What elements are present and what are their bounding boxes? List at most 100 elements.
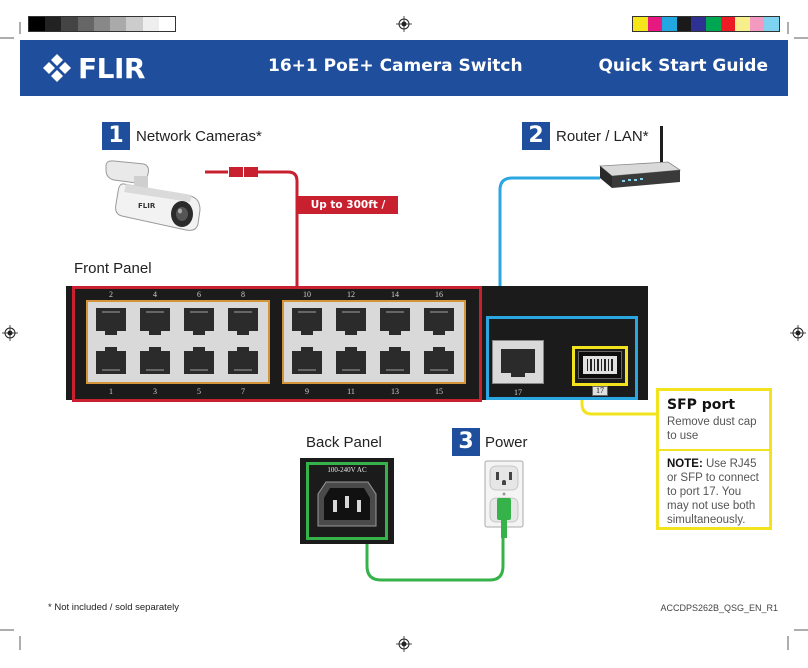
port-number-bottom: 3 — [153, 387, 157, 396]
port-number-top: 16 — [435, 290, 443, 299]
rj45-port — [223, 303, 263, 339]
sfp-port-number-tag: 17 — [592, 386, 608, 396]
color-calibration-bar — [632, 16, 780, 32]
logo-wordmark: FLIR — [78, 51, 145, 85]
power-cable — [365, 536, 505, 582]
rj45-port — [135, 303, 175, 339]
port-number-bottom: 1 — [109, 387, 113, 396]
front-panel-label: Front Panel — [74, 260, 152, 277]
sfp-title: SFP port — [667, 397, 736, 413]
port-number-bottom: 15 — [435, 387, 443, 396]
step-2-number: 2 — [522, 122, 550, 150]
registration-mark-icon — [396, 636, 412, 652]
guide-title: Quick Start Guide — [598, 56, 768, 76]
rj45-jack-icon — [140, 347, 170, 374]
sfp-cage-icon — [583, 356, 617, 374]
port-number-top: 10 — [303, 290, 311, 299]
port-number-top: 6 — [197, 290, 201, 299]
sfp-port — [578, 351, 622, 379]
sfp-callout: SFP port Remove dust cap to use NOTE: Us… — [656, 388, 772, 530]
document-id: ACCDPS262B_QSG_EN_R1 — [660, 603, 778, 613]
rj45-jack-icon — [501, 349, 535, 377]
registration-mark-icon — [790, 325, 806, 341]
port-number-bottom: 9 — [305, 387, 309, 396]
rj45-port — [419, 343, 459, 379]
rj45-jack-icon — [96, 347, 126, 374]
sfp-callout-line — [580, 386, 656, 416]
sfp-subtitle: Remove dust cap to use — [667, 416, 757, 442]
header-banner: FLIR 16+1 PoE+ Camera Switch Quick Start… — [20, 40, 788, 96]
rj45-port — [135, 343, 175, 379]
uplink-ports-highlight — [486, 316, 638, 400]
rj45-jack-icon — [184, 308, 214, 335]
poe-ports-highlight — [72, 286, 482, 402]
camera-cable — [258, 170, 299, 286]
rj45-jack-icon — [292, 347, 322, 374]
registration-mark-icon — [2, 325, 18, 341]
rj45-port — [287, 343, 327, 379]
port-number-bottom: 13 — [391, 387, 399, 396]
step-3-label: Power — [485, 434, 528, 451]
rj45-port — [179, 343, 219, 379]
port-number-bottom: 11 — [347, 387, 355, 396]
svg-text:FLIR: FLIR — [138, 202, 156, 210]
flir-logo-icon — [43, 54, 71, 82]
cable-connector — [229, 167, 243, 177]
rj45-jack-icon — [336, 347, 366, 374]
rj45-port — [375, 343, 415, 379]
rj45-port — [331, 343, 371, 379]
rj45-port — [179, 303, 219, 339]
port-number-top: 2 — [109, 290, 113, 299]
flir-logo: FLIR — [42, 51, 145, 85]
rj45-port — [91, 303, 131, 339]
sfp-note: NOTE: Use RJ45 or SFP to connect to port… — [667, 457, 761, 527]
rj45-port — [419, 303, 459, 339]
step-3-number: 3 — [452, 428, 480, 456]
rj45-jack-icon — [380, 347, 410, 374]
rj45-jack-icon — [424, 308, 454, 335]
port-number-bottom: 5 — [197, 387, 201, 396]
rj45-jack-icon — [380, 308, 410, 335]
sfp-note-text: Use RJ45 or SFP to connect to port 17. Y… — [667, 458, 759, 526]
power-plug-icon — [497, 498, 511, 538]
port-number-top: 8 — [241, 290, 245, 299]
cable-distance-badge: Up to 300ft / 91m — [298, 196, 398, 229]
registration-mark-icon — [396, 16, 412, 32]
rj45-jack-icon — [228, 308, 258, 335]
rj45-jack-icon — [424, 347, 454, 374]
sfp-note-label: NOTE: — [667, 458, 703, 470]
rj45-port — [287, 303, 327, 339]
rj45-port — [91, 343, 131, 379]
grayscale-calibration-bar — [28, 16, 176, 32]
lan-cable — [498, 176, 600, 316]
iec-socket-icon — [317, 481, 377, 527]
footnote: * Not included / sold separately — [48, 602, 179, 613]
uplink-rj45-port — [492, 340, 544, 384]
rj45-jack-icon — [184, 347, 214, 374]
rj45-jack-icon — [228, 347, 258, 374]
rj45-port — [331, 303, 371, 339]
back-panel-label: Back Panel — [306, 434, 382, 451]
step-2-label: Router / LAN* — [556, 128, 649, 145]
cable-connector — [244, 167, 258, 177]
uplink-port-number: 17 — [514, 388, 522, 397]
step-1-label: Network Cameras* — [136, 128, 262, 145]
rj45-jack-icon — [96, 308, 126, 335]
port-number-top: 14 — [391, 290, 399, 299]
power-inlet-highlight — [306, 462, 388, 540]
bullet-camera-icon: FLIR — [105, 160, 201, 231]
power-rating-label: 100-240V AC — [327, 466, 367, 474]
rj45-jack-icon — [292, 308, 322, 335]
port-number-top: 4 — [153, 290, 157, 299]
step-1-number: 1 — [102, 122, 130, 150]
sfp-divider — [659, 449, 769, 451]
rj45-jack-icon — [140, 308, 170, 335]
rj45-port — [375, 303, 415, 339]
rj45-jack-icon — [336, 308, 366, 335]
product-title: 16+1 PoE+ Camera Switch — [268, 56, 523, 76]
port-number-top: 12 — [347, 290, 355, 299]
sfp-port-highlight — [572, 346, 628, 386]
port-number-bottom: 7 — [241, 387, 245, 396]
